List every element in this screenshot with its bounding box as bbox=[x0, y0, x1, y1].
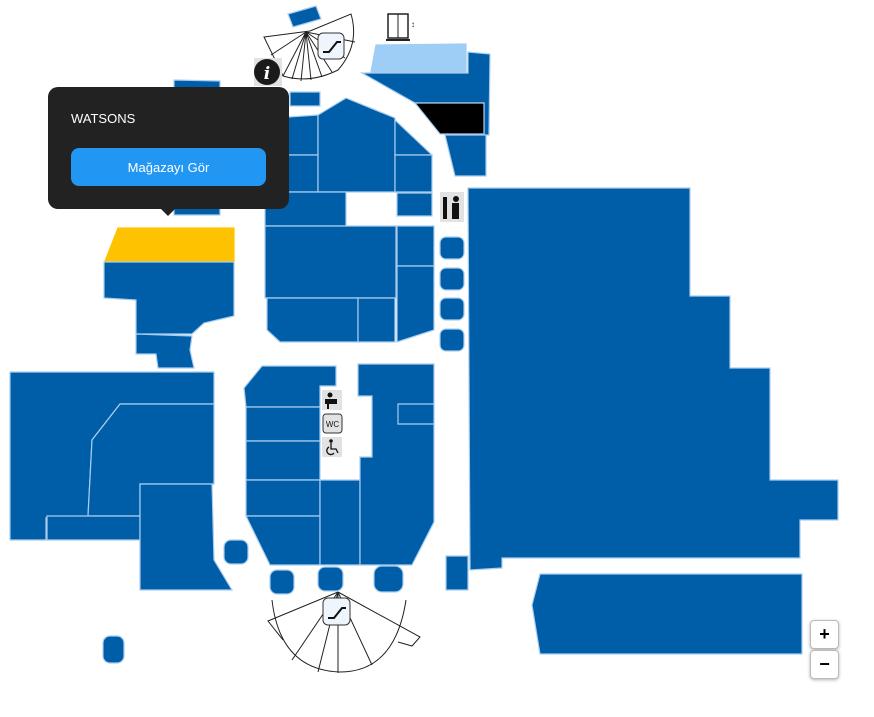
popup-store-name: WATSONS bbox=[71, 111, 136, 126]
store[interactable] bbox=[103, 261, 235, 335]
store[interactable] bbox=[245, 515, 321, 566]
store[interactable] bbox=[357, 363, 435, 566]
store[interactable] bbox=[394, 118, 434, 156]
store[interactable] bbox=[396, 225, 435, 267]
store-kiosk[interactable] bbox=[269, 569, 295, 595]
store[interactable] bbox=[245, 440, 321, 481]
escalator-bottom bbox=[267, 591, 421, 673]
accessible-wc-icon[interactable] bbox=[322, 437, 342, 457]
escalator-icon[interactable] bbox=[317, 32, 345, 60]
zoom-out-button[interactable]: − bbox=[810, 650, 839, 679]
store-kiosk[interactable] bbox=[439, 267, 465, 291]
store[interactable] bbox=[243, 365, 337, 408]
store-popup: WATSONS Mağazayı Gör bbox=[48, 87, 289, 216]
svg-text:↕: ↕ bbox=[411, 20, 415, 29]
store-closed[interactable] bbox=[413, 102, 485, 135]
baby-change-icon[interactable] bbox=[322, 390, 342, 410]
svg-text:WC: WC bbox=[326, 420, 340, 429]
store-kiosk[interactable] bbox=[439, 236, 465, 260]
popup-caret bbox=[160, 208, 176, 216]
store-highlighted[interactable] bbox=[370, 43, 467, 73]
store[interactable] bbox=[444, 134, 487, 177]
store[interactable] bbox=[396, 192, 433, 217]
store[interactable] bbox=[531, 573, 803, 655]
wc-icon[interactable]: WC bbox=[322, 413, 343, 434]
stores bbox=[9, 5, 839, 664]
store-kiosk[interactable] bbox=[439, 328, 465, 352]
store-watsons-selected[interactable] bbox=[104, 227, 235, 262]
store[interactable] bbox=[289, 91, 321, 107]
customer-service-icon[interactable] bbox=[440, 192, 464, 222]
store[interactable] bbox=[264, 225, 397, 299]
store-kiosk[interactable] bbox=[373, 565, 404, 593]
store-kiosk[interactable] bbox=[223, 539, 249, 565]
store[interactable] bbox=[139, 483, 234, 591]
store-kiosk[interactable] bbox=[317, 566, 344, 592]
view-store-button[interactable]: Mağazayı Gör bbox=[71, 148, 266, 186]
store[interactable] bbox=[394, 154, 433, 193]
store[interactable] bbox=[266, 297, 359, 343]
store[interactable] bbox=[46, 515, 141, 541]
store[interactable] bbox=[396, 265, 435, 343]
info-icon[interactable]: i bbox=[254, 58, 282, 86]
store[interactable] bbox=[245, 406, 321, 442]
store[interactable] bbox=[135, 333, 195, 369]
store[interactable] bbox=[287, 5, 322, 28]
store-kiosk[interactable] bbox=[439, 297, 465, 321]
store[interactable] bbox=[287, 114, 319, 156]
escalator-icon[interactable] bbox=[322, 597, 351, 626]
store[interactable] bbox=[397, 403, 435, 425]
elevator-icon[interactable]: ↕ bbox=[386, 13, 415, 41]
store[interactable] bbox=[245, 479, 321, 517]
store[interactable] bbox=[317, 97, 396, 193]
store[interactable] bbox=[287, 154, 319, 193]
store-anchor[interactable] bbox=[467, 187, 839, 571]
svg-text:i: i bbox=[264, 64, 270, 84]
zoom-in-button[interactable]: + bbox=[810, 620, 839, 649]
store[interactable] bbox=[357, 297, 396, 343]
store[interactable] bbox=[319, 479, 361, 566]
store[interactable] bbox=[445, 555, 469, 591]
store-kiosk[interactable] bbox=[102, 635, 125, 664]
